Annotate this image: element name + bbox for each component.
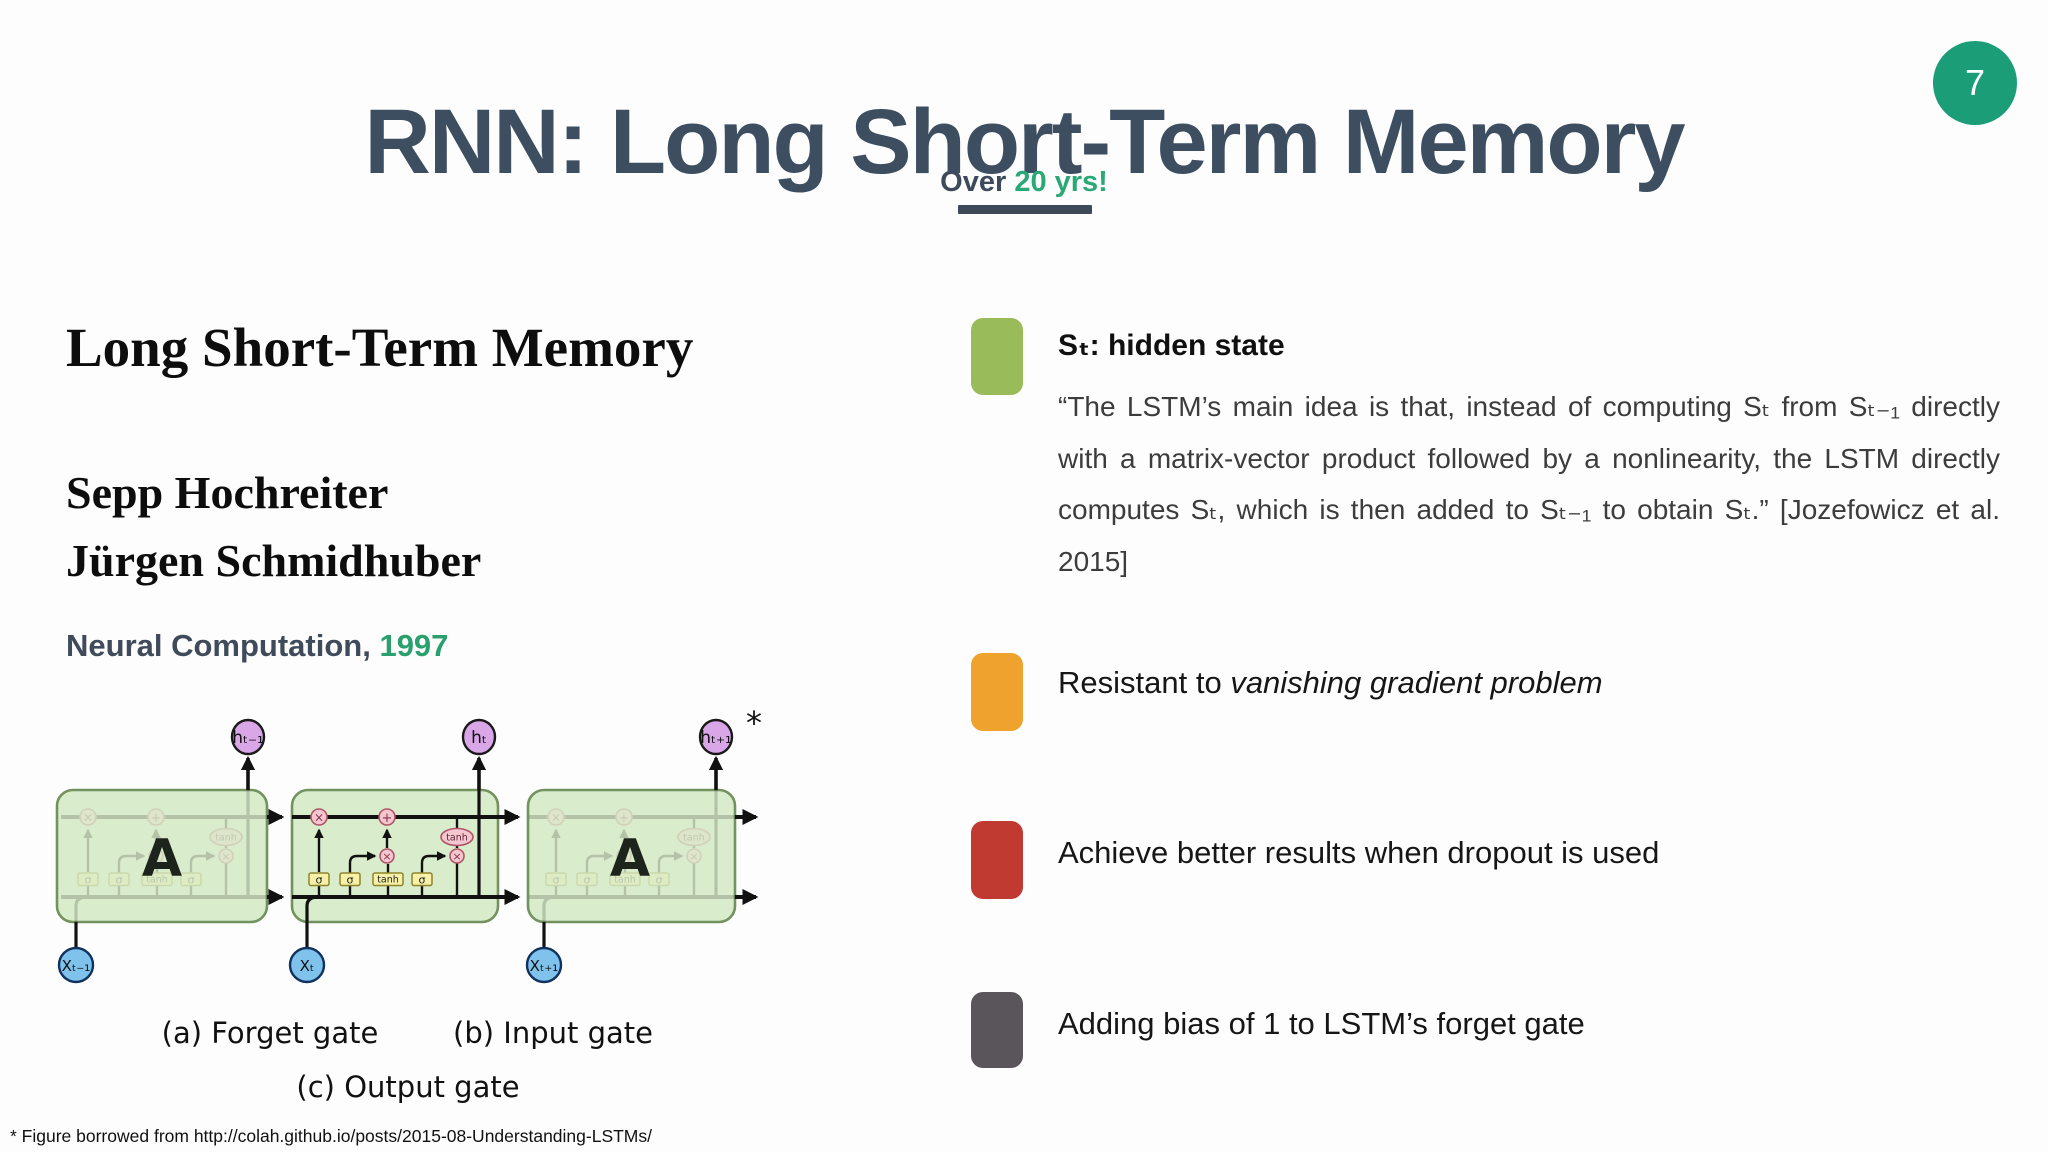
svg-text:Xₜ₋₁: Xₜ₋₁ [62, 957, 91, 975]
subtitle-highlight: 20 yrs! [1014, 166, 1108, 198]
bullet-vanishing-gradient-prefix: Resistant to [1058, 665, 1231, 700]
svg-text:Xₜ: Xₜ [300, 957, 315, 975]
bullet-hidden-state-quote: “The LSTM’s main idea is that, instead o… [1058, 391, 2000, 577]
bullet-swatch-orange [971, 653, 1023, 731]
figure-asterisk: * [746, 704, 762, 742]
bullet-dropout: Achieve better results when dropout is u… [1058, 835, 1660, 870]
slide-number-badge: 7 [1933, 41, 2017, 125]
paper-author-2: Jürgen Schmidhuber [66, 535, 482, 586]
bullet-vanishing-gradient-italic: vanishing gradient problem [1230, 665, 1603, 700]
bullet-hidden-state-title: Sₜ: hidden state [1058, 329, 1285, 362]
bullet-vanishing-gradient: Resistant to vanishing gradient problem [1058, 665, 1603, 701]
caption-input-gate: (b) Input gate [453, 1016, 653, 1050]
subtitle-prefix: Over [940, 166, 1015, 198]
page-title: RNN: Long Short-Term Memory [364, 90, 1685, 193]
svg-text:hₜ₋₁: hₜ₋₁ [232, 728, 264, 748]
bullet-forget-gate-bias: Adding bias of 1 to LSTM’s forget gate [1058, 1006, 1585, 1041]
input-x-t [288, 946, 326, 984]
hidden-state-h-prev [230, 718, 266, 756]
lstm-cell-middle [290, 788, 500, 924]
paper-venue: Neural Computation, 1997 [66, 628, 448, 664]
figure-source-footnote: * Figure borrowed from http://colah.gith… [10, 1126, 652, 1146]
caption-output-gate: (c) Output gate [296, 1070, 519, 1104]
subtitle: Over 20 yrs! [0, 166, 2048, 199]
paper-author-1: Sepp Hochreiter [66, 467, 389, 518]
cell-A-label-right: A [610, 829, 650, 889]
lstm-diagram: × + × tanh × σ σ tanh σ A A hₜ₋₁ hₜ hₜ₊₁ [55, 704, 762, 1104]
input-x-prev [57, 946, 95, 984]
venue-name: Neural Computation, [66, 628, 380, 663]
cell-A-label-left: A [142, 829, 182, 889]
subtitle-underline [958, 205, 1092, 214]
svg-text:hₜ₊₁: hₜ₊₁ [700, 728, 732, 748]
svg-text:Xₜ₊₁: Xₜ₊₁ [530, 957, 559, 975]
bullet-swatch-gray [971, 992, 1023, 1068]
venue-year: 1997 [379, 628, 449, 663]
bullet-swatch-red [971, 821, 1023, 899]
bullet-swatch-green [971, 318, 1023, 395]
input-x-next [525, 946, 563, 984]
hidden-state-h-next [698, 718, 734, 756]
caption-forget-gate: (a) Forget gate [162, 1016, 379, 1050]
svg-text:hₜ: hₜ [471, 728, 487, 748]
paper-title: Long Short-Term Memory [66, 317, 694, 378]
hidden-state-h-t [461, 718, 497, 756]
